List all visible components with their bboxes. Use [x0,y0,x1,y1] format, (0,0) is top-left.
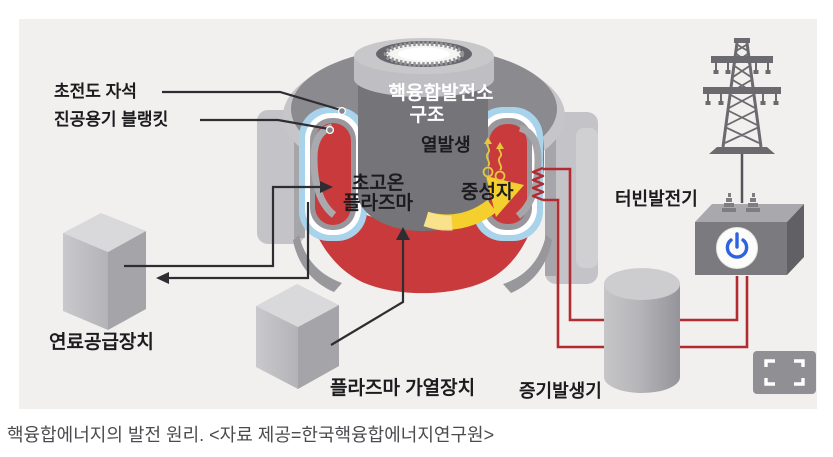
expand-button[interactable] [753,351,816,394]
figure-caption: 핵융합에너지의 발전 원리. <자료 제공=한국핵융합에너지연구원> [7,425,495,445]
label-vacuum-vessel-blanket: 진공용기 블랭킷 [54,110,169,129]
heat-exchanger-coil-icon [531,166,545,202]
central-column [358,80,488,231]
plasma-heating-unit [256,284,339,389]
top-port [354,38,494,97]
turbine-generator-unit [695,193,804,275]
expand-icon [764,359,805,386]
label-neutron: 중성자 [461,182,514,203]
connector-lines [124,90,405,346]
bushing-icons [722,193,760,212]
neutron-particles-icon [482,137,506,182]
label-steam-generator: 증기발생기 [519,381,602,401]
label-plasma: 초고온 플라즈마 [330,174,426,214]
blanket-pointer-dot [325,125,335,135]
label-fuel-supply: 연료공급장치 [49,332,154,353]
reactor-title-line1: 핵융합발전소 [388,83,494,104]
left-vessel-cross-section [299,107,367,241]
label-turbine-generator: 터빈발전기 [615,189,698,209]
fuel-supply-unit [63,213,146,330]
label-plasma-line2: 플라즈마 [343,193,413,214]
reactor-title-line2: 구조 [409,105,445,126]
line-arrowheads [156,181,410,284]
label-plasma-line1: 초고온 [351,173,405,194]
label-superconducting-magnet: 초전도 자석 [54,82,137,101]
label-plasma-heating: 플라즈마 가열장치 [330,378,476,399]
transmission-tower-icon [703,38,781,154]
tokamak-structure [257,38,598,294]
magnet-pointer-dot [337,106,347,116]
neutron-arrow-icon [423,176,524,231]
steam-generator-unit [604,268,680,393]
plasma-torus [301,138,544,294]
power-icon [725,232,749,259]
label-heat-generation: 열발생 [421,135,471,155]
left-shell-segment [257,110,305,244]
